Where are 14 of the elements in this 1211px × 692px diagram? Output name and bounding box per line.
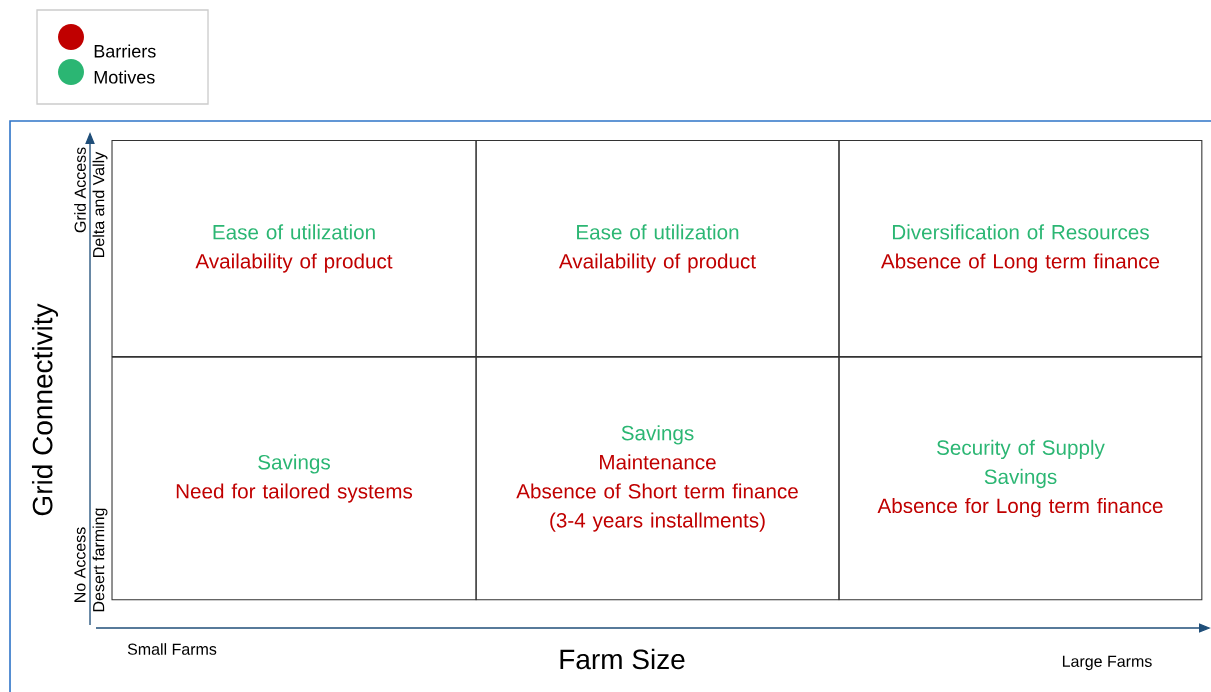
axis-title: Farm Size [560, 648, 685, 670]
legend-label: Barriers [94, 44, 156, 58]
quadrant-cell: Ease of utilization Availability of product [475, 139, 840, 358]
quadrant-cell: Savings Need for tailored systems [111, 356, 477, 601]
quadrant-cell: Security of Supply Savings Absence for Long term finance [838, 356, 1203, 601]
axis-label: Small Farms [127, 643, 217, 655]
quadrant-cell: Diversification of Resources Absence of Long term finance [838, 139, 1203, 358]
axis-label: Large Farms [1062, 655, 1152, 671]
quadrant-cell: Ease of utilization Availability of product [111, 139, 477, 358]
axis-label: No Access [74, 527, 86, 602]
axis-title: Grid Connectivity [31, 303, 59, 516]
quadrant-cell: Savings Maintenance Absence of Short term finance (3-4 years installments) [475, 356, 840, 601]
axis-label: Grid Access [74, 147, 86, 233]
legend-label: Motives [94, 70, 155, 84]
